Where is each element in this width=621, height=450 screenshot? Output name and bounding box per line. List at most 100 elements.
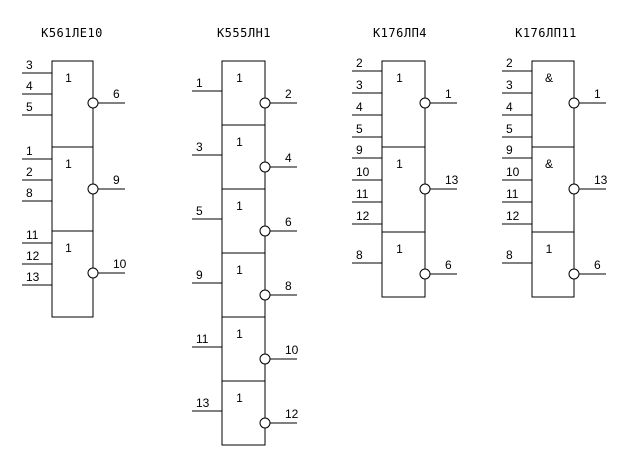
inversion-bubble [87, 97, 99, 109]
gate-symbol: 1 [65, 241, 72, 255]
gate-symbol: 1 [236, 199, 243, 213]
inversion-bubble [259, 161, 271, 173]
gate-body [381, 231, 426, 298]
output-pin-number: 4 [285, 151, 292, 165]
inversion-bubble [568, 97, 580, 109]
input-pin-number: 10 [356, 165, 370, 179]
output-pin-number: 8 [285, 279, 292, 293]
gate-body [381, 146, 426, 233]
gate: 1 1 2 8 9 [22, 144, 125, 232]
chip-title: К561ЛЕ10 [41, 26, 103, 40]
input-pin-number: 8 [26, 186, 33, 200]
gate: 198 [192, 252, 297, 318]
inversion-bubble [259, 417, 271, 429]
gate-symbol: & [545, 71, 553, 85]
input-pin-number: 1 [26, 144, 33, 158]
input-pin-number: 11 [26, 228, 39, 242]
gate: 186 [352, 231, 457, 298]
input-pin-number: 4 [506, 100, 513, 114]
chip-title: К176ЛП11 [515, 26, 577, 40]
input-pin-number: 5 [506, 122, 513, 136]
inversion-bubble [568, 183, 580, 195]
input-pin-number: 12 [356, 209, 370, 223]
gate: 1 2 3 4 5 1 [352, 56, 457, 148]
output-pin-number: 10 [285, 343, 299, 357]
gate-symbol: 1 [236, 327, 243, 341]
output-pin-number: 2 [285, 87, 292, 101]
inversion-bubble [419, 97, 431, 109]
inversion-bubble [419, 183, 431, 195]
input-pin-number: 13 [196, 396, 210, 410]
input-pin-number: 2 [26, 165, 33, 179]
input-pin-number: 3 [356, 78, 363, 92]
gate-body [221, 380, 266, 446]
input-pin-number: 3 [506, 78, 513, 92]
input-pin-number: 2 [506, 56, 513, 70]
input-pin-number: 12 [26, 249, 40, 263]
output-pin-number: 6 [113, 87, 120, 101]
input-pin-number: 3 [26, 58, 33, 72]
gate-body [51, 230, 94, 318]
input-pin-number: 11 [356, 187, 369, 201]
input-pin-number: 5 [196, 204, 203, 218]
input-pin-number: 9 [506, 143, 513, 157]
input-pin-number: 10 [506, 165, 520, 179]
gate-body [221, 252, 266, 318]
gate-body [221, 60, 266, 126]
input-pin-number: 8 [356, 248, 363, 262]
gate-symbol: 1 [236, 263, 243, 277]
gate-symbol: 1 [236, 71, 243, 85]
gate-symbol: 1 [546, 242, 553, 256]
inversion-bubble [259, 353, 271, 365]
inversion-bubble [259, 225, 271, 237]
inversion-bubble [419, 268, 431, 280]
gate: 1 3 4 [192, 124, 297, 190]
gate-symbol: 1 [396, 242, 403, 256]
inversion-bubble [568, 268, 580, 280]
output-pin-number: 6 [285, 215, 292, 229]
gate: 1 1 2 [192, 60, 297, 126]
output-pin-number: 1 [445, 87, 452, 101]
inversion-bubble [87, 183, 99, 195]
gate-body [51, 146, 94, 232]
gate-body [531, 231, 575, 298]
input-pin-number: 8 [506, 248, 513, 262]
input-pin-number: 3 [196, 140, 203, 154]
input-pin-number: 11 [196, 332, 209, 346]
input-pin-number: 1 [196, 76, 203, 90]
chip-title: К176ЛП4 [373, 26, 427, 40]
gate-body [221, 316, 266, 382]
inversion-bubble [87, 267, 99, 279]
gate-body [221, 124, 266, 190]
gate-symbol: 1 [396, 71, 403, 85]
input-pin-number: 2 [356, 56, 363, 70]
gate-body [221, 188, 266, 254]
gate-symbol: 1 [65, 157, 72, 171]
output-pin-number: 1 [594, 87, 601, 101]
input-pin-number: 9 [356, 143, 363, 157]
input-pin-number: 5 [26, 100, 33, 114]
input-pin-number: 12 [506, 209, 520, 223]
input-pin-number: 4 [356, 100, 363, 114]
output-pin-number: 9 [113, 173, 120, 187]
gate-symbol: 1 [396, 157, 403, 171]
gate-symbol: 1 [236, 135, 243, 149]
input-pin-number: 11 [506, 187, 519, 201]
input-pin-number: 5 [356, 122, 363, 136]
inversion-bubble [259, 289, 271, 301]
gate-symbol: 1 [65, 71, 72, 85]
gate: & 2 3 4 5 1 [502, 56, 606, 148]
output-pin-number: 12 [285, 407, 299, 421]
gate: 1 5 6 [192, 188, 297, 254]
output-pin-number: 13 [594, 173, 608, 187]
